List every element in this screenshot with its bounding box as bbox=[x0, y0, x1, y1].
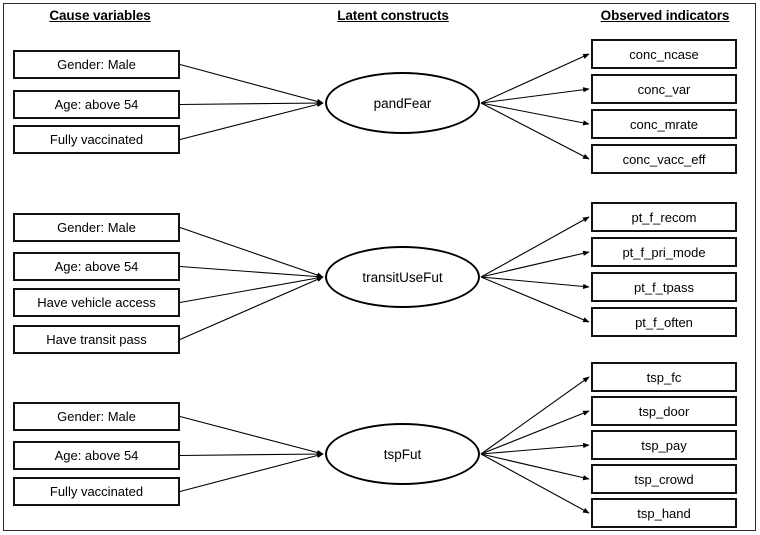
column-header-observed: Observed indicators bbox=[600, 8, 730, 23]
observed-indicator-box: conc_vacc_eff bbox=[591, 144, 737, 174]
observed-indicator-box: pt_f_recom bbox=[591, 202, 737, 232]
cause-box: Gender: Male bbox=[13, 402, 180, 431]
latent-construct-ellipse: tspFut bbox=[325, 423, 480, 485]
observed-indicator-box: conc_ncase bbox=[591, 39, 737, 69]
latent-construct-ellipse: transitUseFut bbox=[325, 246, 480, 308]
cause-box: Age: above 54 bbox=[13, 441, 180, 470]
observed-indicator-box: conc_var bbox=[591, 74, 737, 104]
observed-indicator-box: tsp_fc bbox=[591, 362, 737, 392]
diagram-border bbox=[3, 3, 756, 531]
latent-construct-ellipse: pandFear bbox=[325, 72, 480, 134]
cause-box: Fully vaccinated bbox=[13, 125, 180, 154]
cause-box: Gender: Male bbox=[13, 50, 180, 79]
column-header-latent: Latent constructs bbox=[337, 8, 449, 23]
cause-box: Gender: Male bbox=[13, 213, 180, 242]
observed-indicator-box: pt_f_pri_mode bbox=[591, 237, 737, 267]
observed-indicator-box: tsp_hand bbox=[591, 498, 737, 528]
observed-indicator-box: conc_mrate bbox=[591, 109, 737, 139]
cause-box: Have vehicle access bbox=[13, 288, 180, 317]
observed-indicator-box: pt_f_often bbox=[591, 307, 737, 337]
column-header-cause: Cause variables bbox=[49, 8, 151, 23]
cause-box: Age: above 54 bbox=[13, 252, 180, 281]
observed-indicator-box: tsp_crowd bbox=[591, 464, 737, 494]
cause-box: Age: above 54 bbox=[13, 90, 180, 119]
observed-indicator-box: tsp_pay bbox=[591, 430, 737, 460]
cause-box: Fully vaccinated bbox=[13, 477, 180, 506]
observed-indicator-box: tsp_door bbox=[591, 396, 737, 426]
cause-box: Have transit pass bbox=[13, 325, 180, 354]
observed-indicator-box: pt_f_tpass bbox=[591, 272, 737, 302]
